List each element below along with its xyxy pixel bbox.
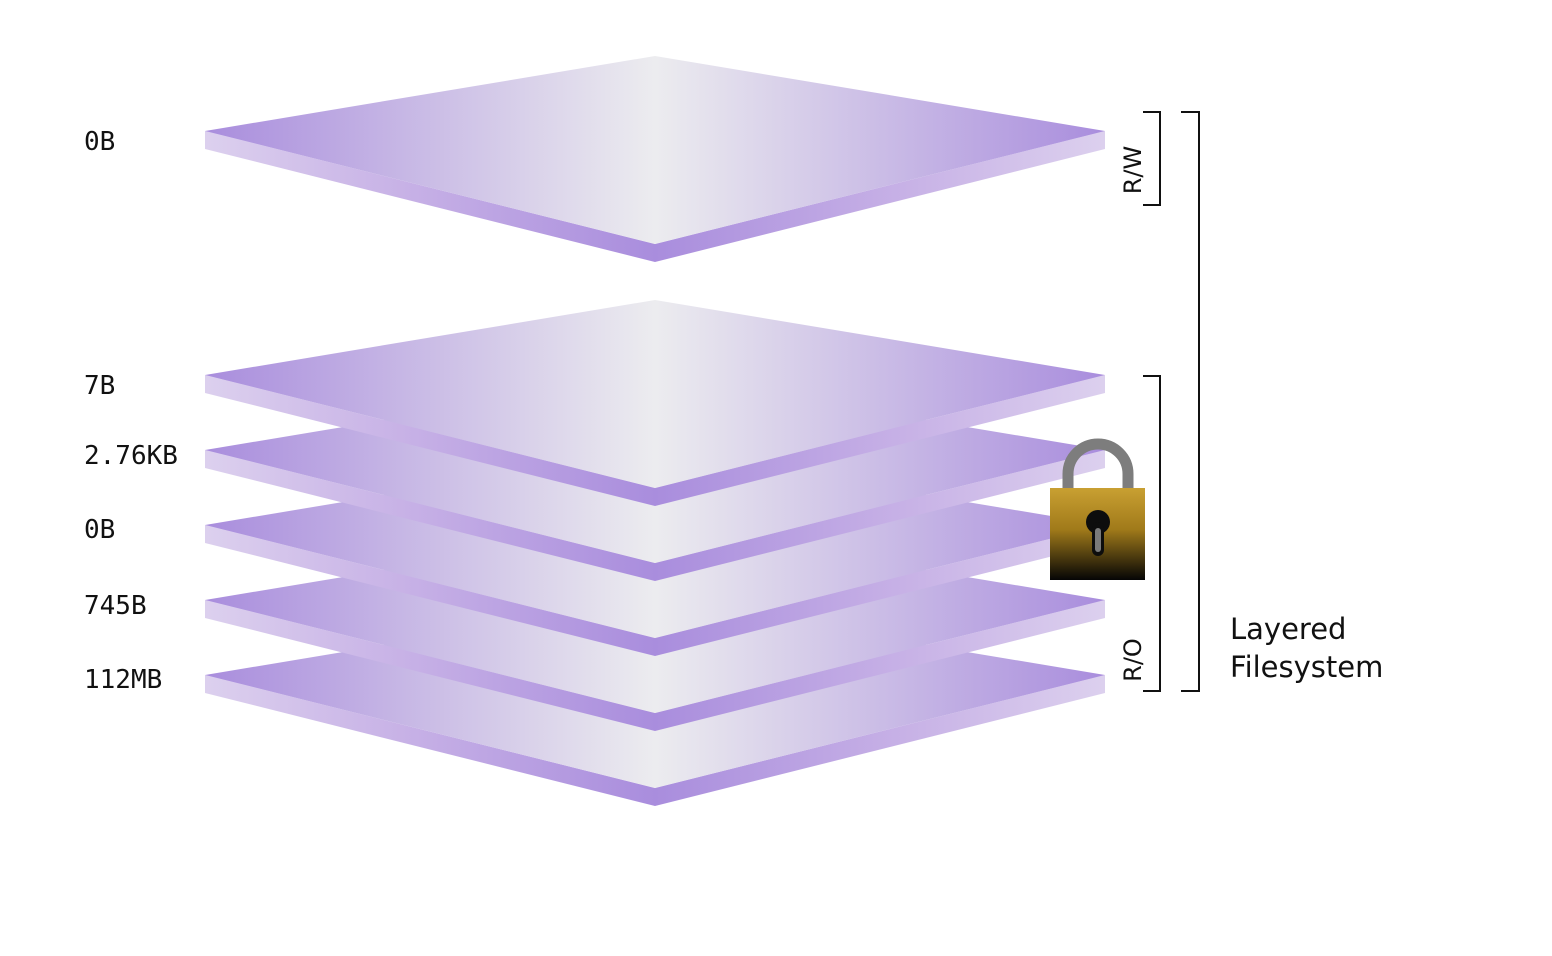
filesystem-layer — [205, 56, 1105, 262]
layer-side-left — [205, 600, 655, 731]
layer-side-right — [655, 375, 1105, 506]
layer-size-label: 0B — [84, 515, 116, 545]
rw-label: R/W — [1119, 146, 1147, 195]
layer-size-label: 7B — [84, 371, 116, 401]
filesystem-label: Layered Filesystem — [1230, 610, 1383, 686]
filesystem-layer — [205, 300, 1105, 506]
layer-size-label: 112MB — [84, 665, 163, 695]
layer-side-left — [205, 450, 655, 581]
layer-side-right — [655, 131, 1105, 262]
ro-label: R/O — [1119, 638, 1147, 682]
layer-size-label: 2.76KB — [84, 441, 178, 471]
layer-stack — [205, 56, 1105, 806]
layer-side-right — [655, 450, 1105, 581]
layer-side-right — [655, 675, 1105, 806]
layer-top-face — [205, 300, 1105, 488]
layer-size-label: 0B — [84, 127, 116, 157]
filesystem-label-line1: Layered — [1230, 612, 1347, 646]
rw-bracket: R/W — [1119, 111, 1161, 206]
layer-side-left — [205, 375, 655, 506]
layer-size-label: 745B — [84, 591, 147, 621]
layer-side-right — [655, 525, 1105, 656]
layer-side-left — [205, 525, 655, 656]
filesystem-bracket — [1181, 111, 1200, 692]
layer-side-right — [655, 600, 1105, 731]
filesystem-label-line2: Filesystem — [1230, 650, 1384, 684]
layer-side-left — [205, 131, 655, 262]
padlock-icon — [1050, 438, 1145, 580]
layer-side-left — [205, 675, 655, 806]
ro-bracket: R/O — [1119, 375, 1161, 692]
layer-top-face — [205, 56, 1105, 244]
